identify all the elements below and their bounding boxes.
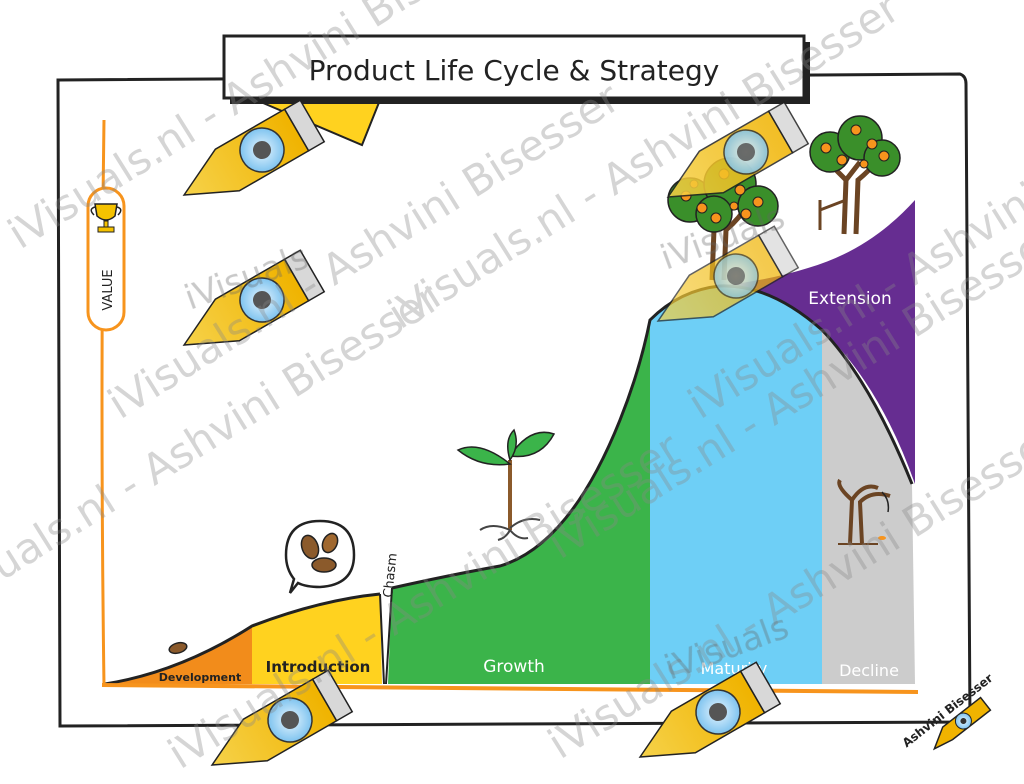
region-decline [822, 330, 915, 684]
stage-label-chasm: Chasm [381, 552, 401, 598]
sapling-icon [456, 428, 556, 541]
seeds-icon [284, 519, 356, 594]
title-box: Product Life Cycle & Strategy [222, 34, 810, 104]
author-logo: Ashvini Bisesser [900, 671, 996, 751]
stage-label-growth: Growth [483, 657, 545, 677]
seed-icon [168, 641, 188, 655]
region-extension [720, 200, 915, 484]
stage-label-decline: Decline [839, 661, 899, 680]
stage-regions [104, 200, 915, 686]
trophy-icon [90, 203, 122, 233]
pencil-eye-icon [182, 99, 326, 196]
stage-label-extension: Extension [808, 289, 891, 309]
region-development [105, 626, 252, 684]
life-cycle-curve [104, 284, 914, 686]
pencil-eye-icon [182, 249, 326, 346]
pencil-eye-icon [638, 661, 782, 758]
y-axis-label: VALUE [101, 269, 116, 310]
value-badge: VALUE [86, 186, 126, 332]
region-maturity [650, 285, 822, 684]
region-growth [388, 320, 650, 684]
pencil-eye-icon [666, 101, 810, 198]
pencil-eye-icon [656, 225, 800, 322]
stage-label-development: Development [159, 671, 241, 684]
page-title: Product Life Cycle & Strategy [309, 54, 720, 87]
pencil-eye-icon [210, 669, 354, 766]
propped-fruit-tree-icon [809, 115, 901, 235]
region-introduction [252, 594, 382, 684]
frame-border [56, 72, 972, 728]
stage-label-introduction: Introduction [266, 658, 371, 676]
x-axis [101, 683, 919, 694]
dead-tree-icon [837, 478, 891, 545]
chasm-gap [379, 587, 393, 685]
